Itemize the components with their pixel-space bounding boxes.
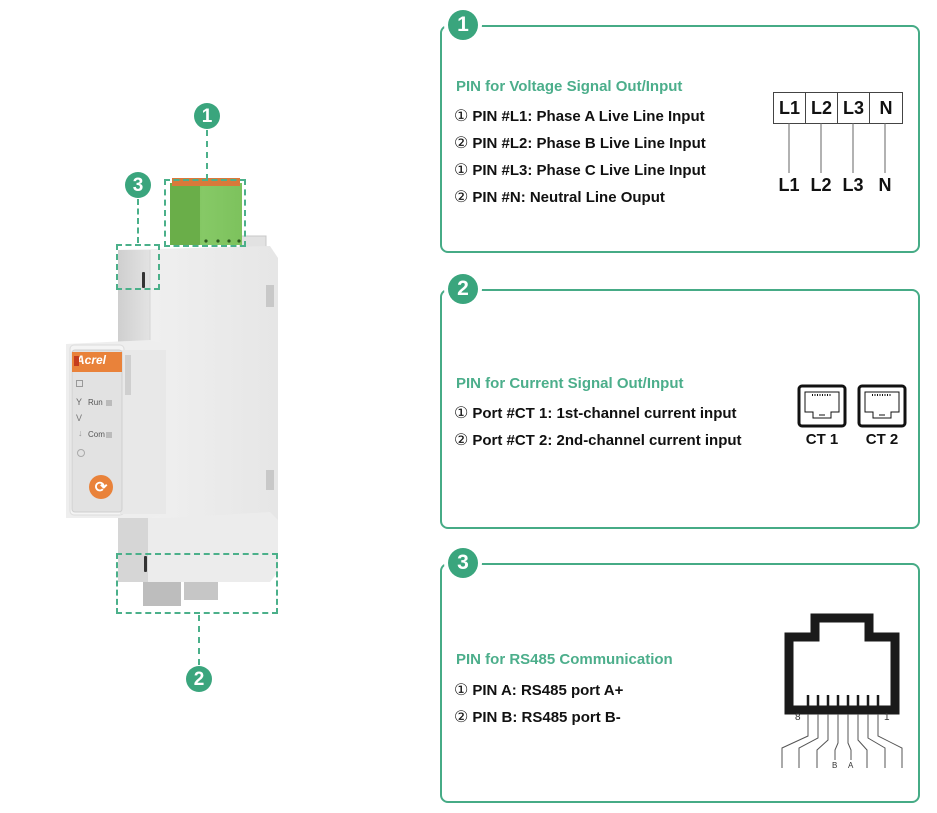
terminal-wires <box>788 123 886 173</box>
run-label: Run <box>88 398 103 407</box>
ct1-port-icon <box>797 384 847 428</box>
callout-badge-3: 3 <box>125 172 151 198</box>
rj45-wire-b-label: B <box>832 761 838 770</box>
panel-title: PIN for Voltage Signal Out/Input <box>456 78 683 95</box>
panel-badge-2: 2 <box>448 274 478 304</box>
antenna-icon: Y <box>76 397 83 407</box>
callout-line-2 <box>198 615 200 665</box>
panel-title: PIN for RS485 Communication <box>456 651 673 668</box>
terminal-cell: L2 <box>806 93 838 123</box>
ct2-port-icon <box>857 384 907 428</box>
indicator-square-icon <box>76 380 83 387</box>
device-illustration: Acrel Y Run V ↓ Com ⟳ 1 3 2 <box>0 0 420 813</box>
brand-logo-mark <box>74 356 79 366</box>
terminal-wire-labels: L1 L2 L3 N <box>773 175 901 196</box>
callout-box-voltage-terminal <box>164 179 246 247</box>
registered-icon <box>77 449 85 457</box>
wire-label: N <box>878 175 892 195</box>
terminal-block-diagram: L1 L2 L3 N <box>773 92 903 124</box>
brand-logo: Acrel <box>76 353 107 367</box>
rj45-pin8-label: 8 <box>795 712 801 723</box>
callout-badge-2: 2 <box>186 666 212 692</box>
ct2-label: CT 2 <box>865 431 899 448</box>
reset-button[interactable]: ⟳ <box>89 475 113 499</box>
terminal-cell: N <box>870 93 902 123</box>
callout-line-3 <box>137 199 139 243</box>
panel-badge-1: 1 <box>448 10 478 40</box>
ct1-label: CT 1 <box>805 431 839 448</box>
rj45-wire-a-label: A <box>848 761 854 770</box>
din-rail-meter-drawing <box>66 178 278 606</box>
rj45-pin1-label: 1 <box>884 712 890 723</box>
wire-label: L1 <box>778 175 800 195</box>
rj45-pinout-diagram <box>781 613 903 768</box>
voltage-terminal-block <box>170 178 242 245</box>
wire-label: L3 <box>842 175 864 195</box>
wire-label: L2 <box>810 175 832 195</box>
run-led <box>106 400 112 406</box>
arrow-down-icon: ↓ <box>78 428 83 438</box>
callout-badge-1: 1 <box>194 103 220 129</box>
callout-box-rs485-port <box>116 244 160 290</box>
com-label: Com <box>88 430 105 439</box>
callout-line-1 <box>206 130 208 180</box>
callout-box-current-ports <box>116 553 278 614</box>
panel-badge-3: 3 <box>448 548 478 578</box>
panel-title: PIN for Current Signal Out/Input <box>456 375 684 392</box>
voltage-icon: V <box>76 413 83 423</box>
terminal-cell: L3 <box>838 93 870 123</box>
com-led <box>106 432 112 438</box>
refresh-icon: ⟳ <box>94 479 108 496</box>
terminal-cell: L1 <box>774 93 806 123</box>
